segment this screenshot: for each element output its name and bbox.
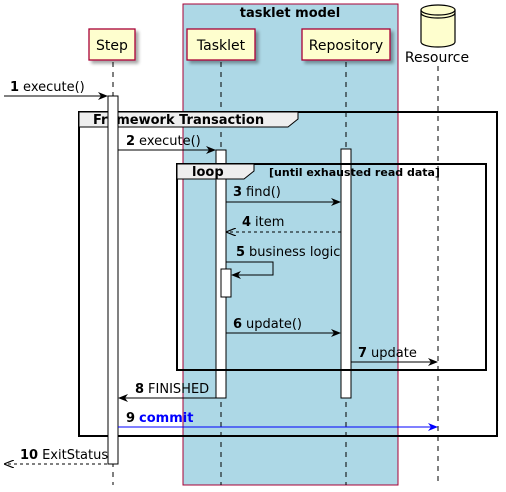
- svg-text:Step: Step: [96, 38, 128, 54]
- frame-loop: loop [until exhausted read data]: [176, 163, 487, 371]
- frame-framework-transaction: Framework Transaction: [78, 111, 498, 437]
- activation-step: [107, 95, 119, 465]
- participant-step[interactable]: Step: [88, 28, 136, 61]
- participant-resource[interactable]: Resource: [405, 4, 469, 66]
- svg-text:loop: loop: [192, 165, 224, 180]
- tasklet-model-box-title: tasklet model: [240, 6, 340, 21]
- svg-text:Framework Transaction: Framework Transaction: [93, 113, 264, 128]
- activation-tasklet-nested: [220, 268, 232, 298]
- participant-repository[interactable]: Repository: [301, 28, 391, 61]
- activation-repository: [340, 148, 352, 399]
- database-icon-label: Resource: [405, 50, 469, 66]
- svg-text:[until exhausted read data]: [until exhausted read data]: [269, 166, 440, 179]
- svg-text:Repository: Repository: [309, 38, 383, 54]
- participant-tasklet[interactable]: Tasklet: [186, 28, 256, 61]
- svg-text:Tasklet: Tasklet: [196, 38, 246, 54]
